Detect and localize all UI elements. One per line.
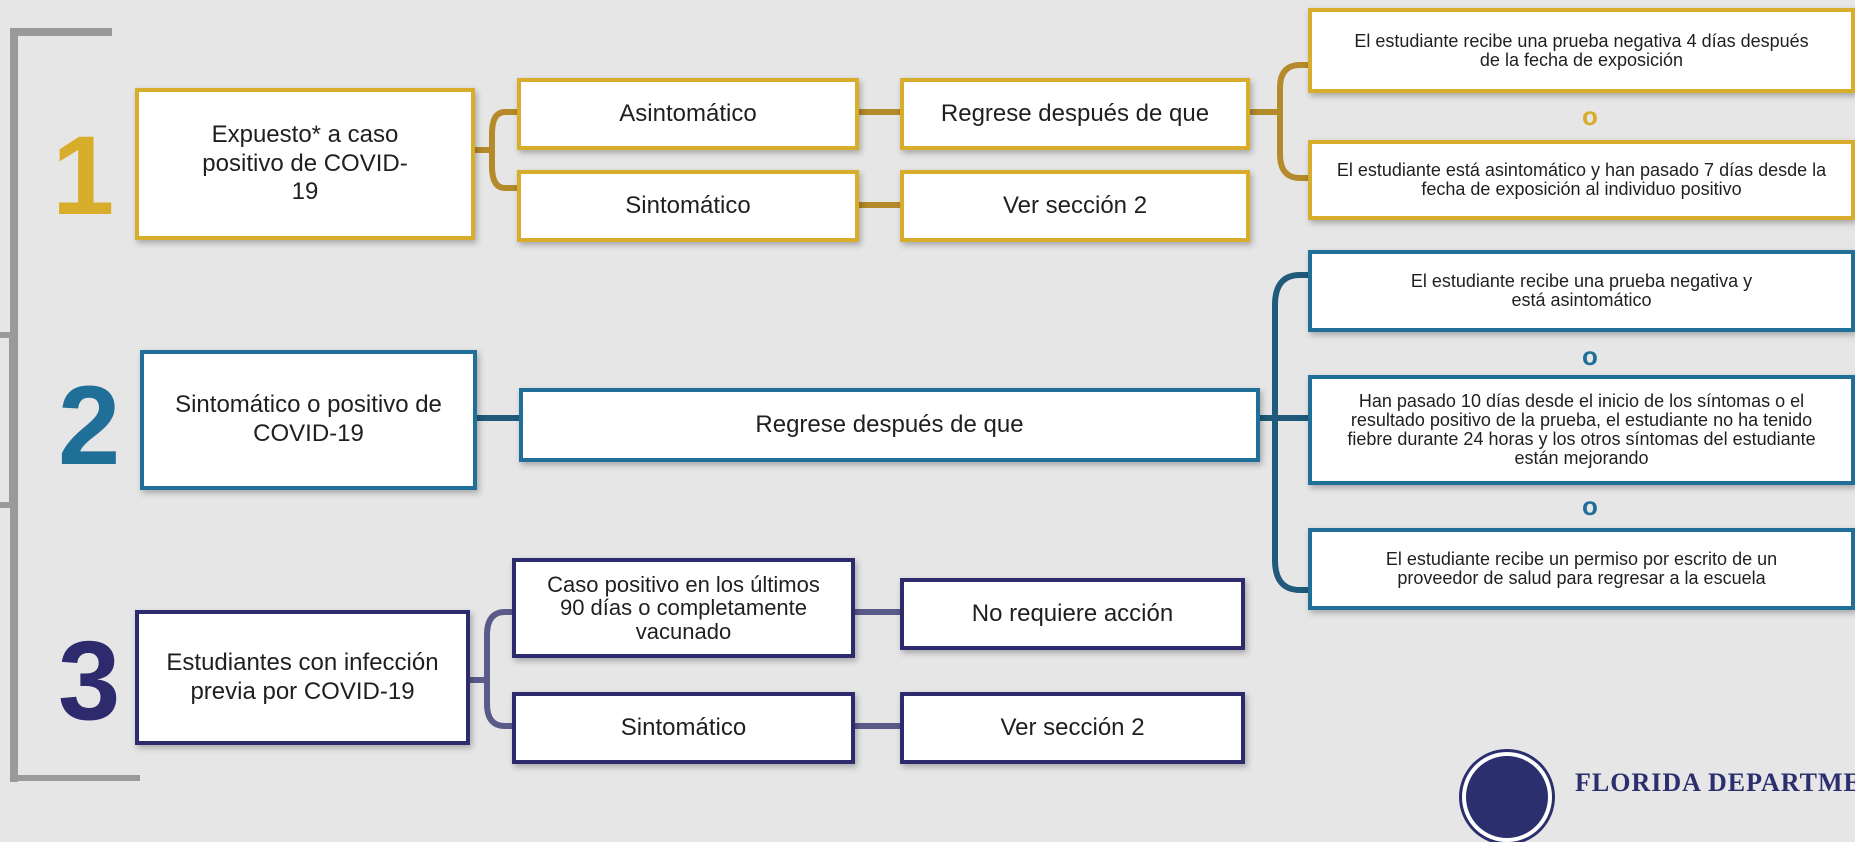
section-3-action-no-action: No requiere acción bbox=[900, 578, 1245, 650]
section-3-condition-box: Estudiantes con infección previa por COV… bbox=[135, 610, 470, 745]
section-2-or-separator-1: o bbox=[1582, 341, 1598, 371]
outcome-text: El estudiante recibe una prueba negativa… bbox=[1354, 30, 1809, 70]
section-3-condition-text: Estudiantes con infección previa por COV… bbox=[166, 648, 439, 705]
action-label: No requiere acción bbox=[971, 599, 1174, 627]
section-2-outcome-1: El estudiante recibe una prueba negativa… bbox=[1308, 250, 1855, 332]
section-3-branch-prior-case: Caso positivo en los últimos 90 días o c… bbox=[512, 558, 855, 658]
section-1-outcome-1: El estudiante recibe una prueba negativa… bbox=[1308, 8, 1855, 93]
section-1-branch-symptomatic: Sintomático bbox=[517, 170, 859, 242]
department-logo-text: FLORIDA DEPARTMENT OF bbox=[1575, 768, 1855, 797]
section-2-condition-box: Sintomático o positivo de COVID-19 bbox=[140, 350, 477, 490]
section-1-action-see-section: Ver sección 2 bbox=[900, 170, 1250, 242]
action-label: Regrese después de que bbox=[755, 410, 1024, 438]
branch-label: Asintomático bbox=[619, 99, 757, 127]
section-1-condition-box: Expuesto* a caso positivo de COVID-19 bbox=[135, 88, 475, 240]
section-number-2: 2 bbox=[58, 363, 121, 488]
outcome-text: El estudiante recibe un permiso por escr… bbox=[1385, 549, 1778, 588]
outcome-text: Han pasado 10 días desde el inicio de lo… bbox=[1347, 391, 1816, 468]
section-2-outcome-3: El estudiante recibe un permiso por escr… bbox=[1308, 528, 1855, 610]
outcome-text: El estudiante está asintomático y han pa… bbox=[1336, 160, 1827, 199]
branch-label: Caso positivo en los últimos 90 días o c… bbox=[547, 572, 820, 644]
section-2-or-separator-2: o bbox=[1582, 491, 1598, 521]
section-1-branch-asymptomatic: Asintomático bbox=[517, 78, 859, 150]
section-2-condition-text: Sintomático o positivo de COVID-19 bbox=[175, 391, 442, 447]
outcome-text: El estudiante recibe una prueba negativa… bbox=[1410, 271, 1753, 310]
department-seal-logo bbox=[1462, 752, 1552, 842]
action-label: Regrese después de que bbox=[940, 99, 1210, 127]
section-1-action-return: Regrese después de que bbox=[900, 78, 1250, 150]
connector-lines bbox=[0, 28, 1308, 782]
section-2-outcome-2: Han pasado 10 días desde el inicio de lo… bbox=[1308, 375, 1855, 485]
action-label: Ver sección 2 bbox=[1000, 713, 1145, 741]
action-label: Ver sección 2 bbox=[1002, 191, 1148, 219]
section-1-or-separator: o bbox=[1582, 101, 1598, 131]
section-3-action-see-section: Ver sección 2 bbox=[900, 692, 1245, 764]
branch-label: Sintomático bbox=[625, 191, 751, 219]
section-1-condition-text: Expuesto* a caso positivo de COVID-19 bbox=[202, 120, 408, 206]
section-1-outcome-2: El estudiante está asintomático y han pa… bbox=[1308, 140, 1855, 220]
section-2-action-return: Regrese después de que bbox=[519, 388, 1260, 462]
section-number-3: 3 bbox=[58, 618, 121, 743]
branch-label: Sintomático bbox=[620, 713, 747, 741]
section-number-1: 1 bbox=[52, 113, 115, 238]
section-3-branch-symptomatic: Sintomático bbox=[512, 692, 855, 764]
